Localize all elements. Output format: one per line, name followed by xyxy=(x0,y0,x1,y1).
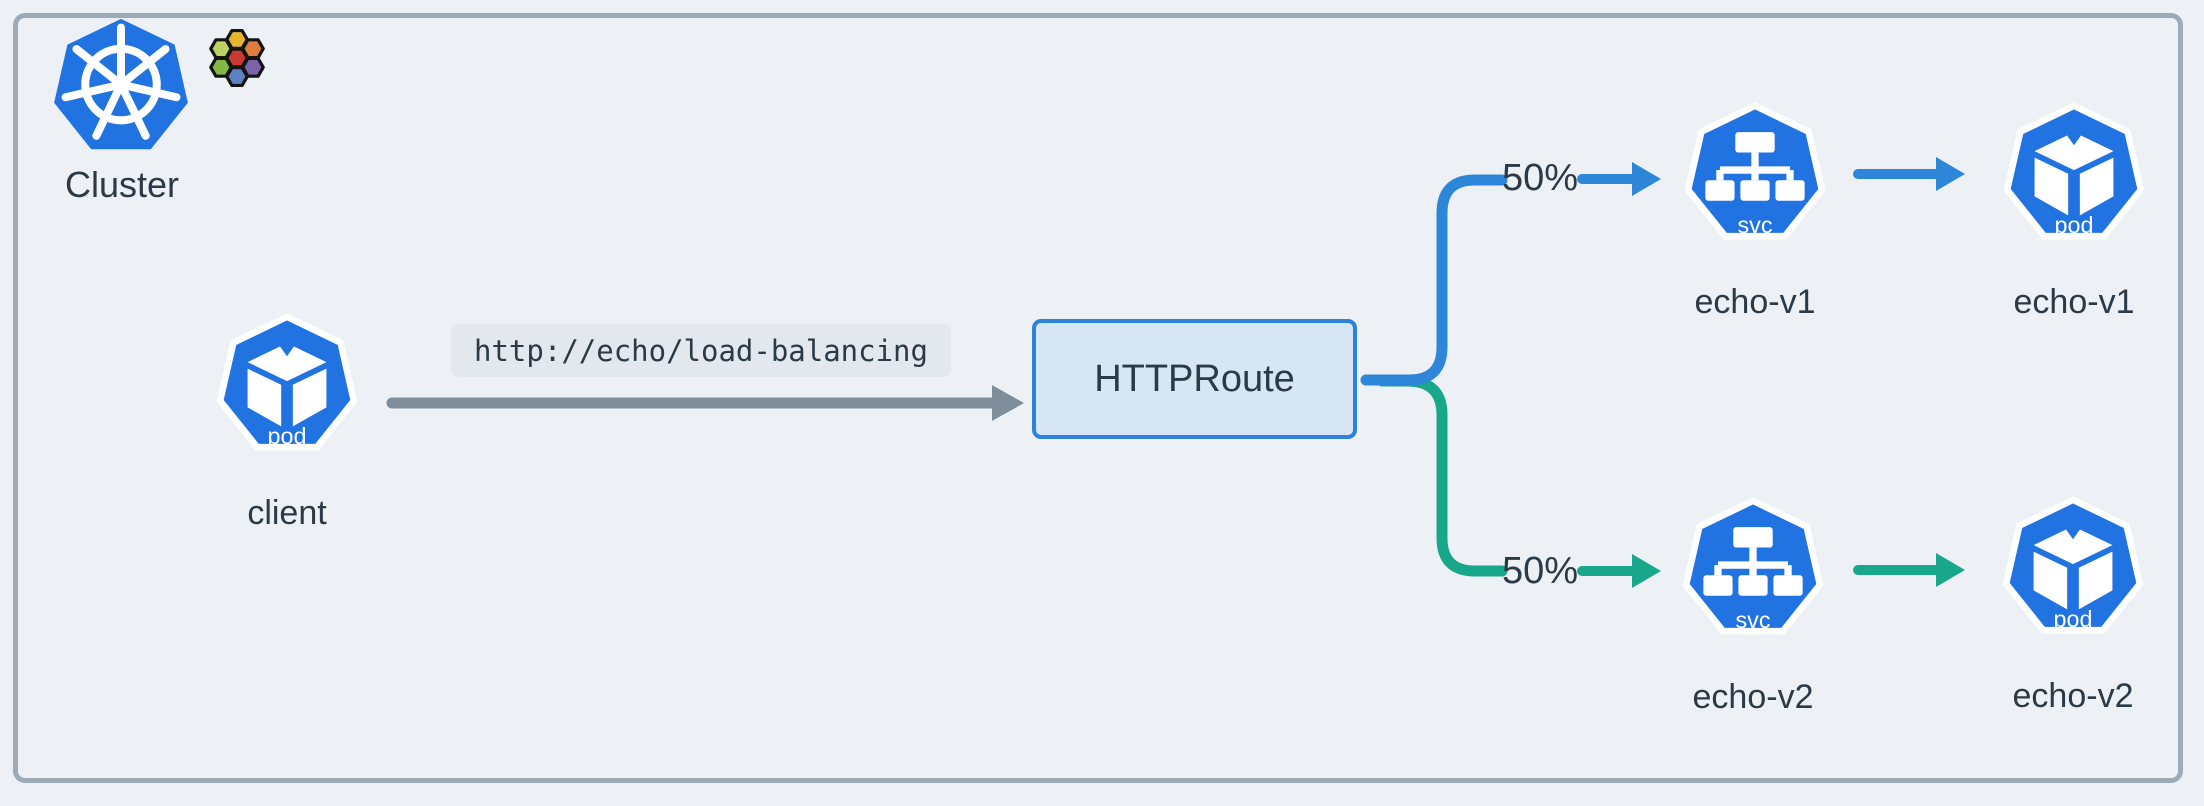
gateway-api-logo-icon xyxy=(209,28,265,88)
tree-glyph xyxy=(1705,132,1805,201)
pod-badge-text: pod xyxy=(268,423,307,449)
weight-label-v1: 50% xyxy=(1501,157,1579,199)
svc-badge-text: svc xyxy=(1735,607,1770,633)
node-pod-echo-v2: pod echo-v2 xyxy=(1973,494,2173,718)
tree-glyph xyxy=(1703,527,1803,596)
svc-badge-text: svc xyxy=(1737,212,1772,238)
httproute-box: HTTPRoute xyxy=(1032,319,1357,439)
pod-echo-v2-label: echo-v2 xyxy=(2012,677,2134,715)
pod-icon: pod xyxy=(216,313,358,451)
pod-badge-text: pod xyxy=(2055,212,2094,238)
pod-badge-text: pod xyxy=(2054,606,2093,632)
node-service-echo-v2: svc echo-v2 xyxy=(1653,495,1853,719)
kubernetes-logo-icon xyxy=(54,18,188,150)
service-icon: svc xyxy=(1684,102,1826,240)
client-label: client xyxy=(247,494,327,532)
helm-wheel xyxy=(61,23,181,140)
service-icon: svc xyxy=(1682,497,1824,635)
cube-glyph xyxy=(247,340,327,427)
cube-glyph xyxy=(2034,129,2114,216)
weight-label-v2: 50% xyxy=(1501,550,1579,592)
service-echo-v2-label: echo-v2 xyxy=(1692,678,1814,716)
request-url-badge: http://echo/load-balancing xyxy=(451,324,951,377)
service-echo-v1-label: echo-v1 xyxy=(1694,283,1816,321)
pod-icon: pod xyxy=(2003,102,2145,240)
cluster-label: Cluster xyxy=(64,164,180,205)
node-service-echo-v1: svc echo-v1 xyxy=(1655,100,1855,324)
pod-echo-v1-label: echo-v1 xyxy=(2013,283,2135,321)
cluster-boundary xyxy=(13,13,2183,783)
node-client-pod: pod client xyxy=(187,311,387,535)
pod-icon: pod xyxy=(2002,496,2144,634)
httproute-label: HTTPRoute xyxy=(1094,357,1295,400)
node-pod-echo-v1: pod echo-v1 xyxy=(1974,100,2174,324)
